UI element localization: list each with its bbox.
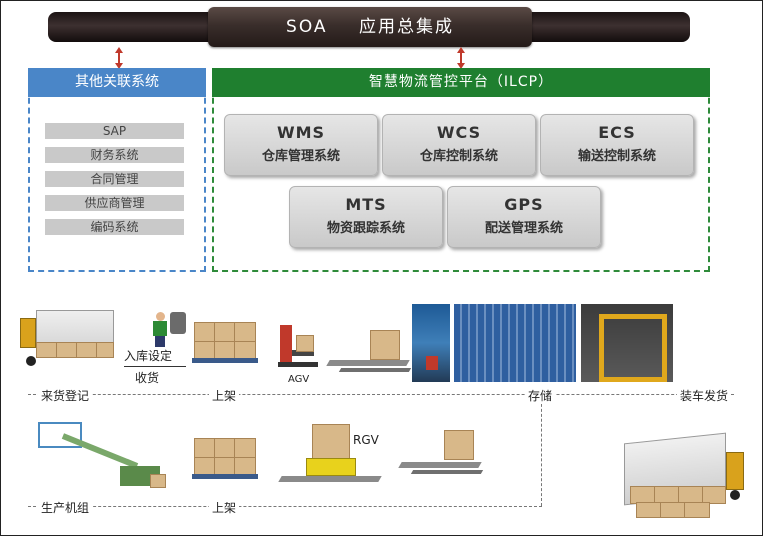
system-name: 仓库控制系统: [419, 149, 498, 164]
flow-line-bottom: [28, 506, 542, 507]
platform-title: 智慧物流管控平台（ILCP）: [212, 68, 710, 97]
system-name: 仓库管理系统: [261, 149, 340, 164]
inbound-label: 入库设定: [124, 347, 173, 364]
other-system-item: SAP: [45, 123, 184, 139]
system-gps: GPS 配送管理系统: [447, 186, 601, 248]
arrow-soa-other: [115, 47, 123, 69]
arrow-soa-platform: [457, 47, 465, 69]
other-system-item: 财务系统: [45, 147, 184, 163]
soa-integration-label: 应用总集成: [358, 17, 454, 37]
soa-label: SOA: [286, 17, 328, 37]
system-code: GPS: [504, 195, 544, 214]
other-system-item: 编码系统: [45, 219, 184, 235]
step-shelf-bottom: 上架: [209, 499, 240, 516]
system-code: MTS: [345, 195, 387, 214]
step-production: 生产机组: [38, 499, 93, 516]
storage-photo-3: [581, 304, 673, 382]
system-ecs: ECS 输送控制系统: [540, 114, 694, 176]
system-name: 输送控制系统: [577, 149, 656, 164]
system-name: 物资跟踪系统: [326, 221, 405, 236]
system-name: 配送管理系统: [484, 221, 563, 236]
inbound-sub-label: 收货: [135, 369, 160, 386]
system-code: ECS: [598, 123, 636, 142]
other-systems-box: [28, 68, 206, 272]
agv-label: AGV: [288, 374, 310, 385]
system-code: WMS: [276, 123, 326, 142]
storage-photo-2: [454, 304, 576, 382]
system-code: WCS: [436, 123, 482, 142]
system-wms: WMS 仓库管理系统: [224, 114, 378, 176]
flow-line-top: [28, 394, 734, 395]
soa-pipe-left: [48, 12, 214, 42]
flow-line-connector: [541, 394, 542, 506]
step-shelf-top: 上架: [209, 387, 240, 404]
step-storage: 存储: [525, 387, 556, 404]
other-system-item: 合同管理: [45, 171, 184, 187]
rgv-label: RGV: [353, 433, 379, 447]
soa-pipe-right: [524, 12, 690, 42]
step-receive: 来货登记: [38, 387, 93, 404]
soa-banner: SOA 应用总集成: [208, 7, 532, 47]
inbound-arrow: [124, 366, 186, 367]
other-systems-title: 其他关联系统: [28, 68, 206, 97]
other-system-item: 供应商管理: [45, 195, 184, 211]
system-wcs: WCS 仓库控制系统: [382, 114, 536, 176]
storage-photo-1: [412, 304, 450, 382]
step-ship: 装车发货: [677, 387, 732, 404]
system-mts: MTS 物资跟踪系统: [289, 186, 443, 248]
